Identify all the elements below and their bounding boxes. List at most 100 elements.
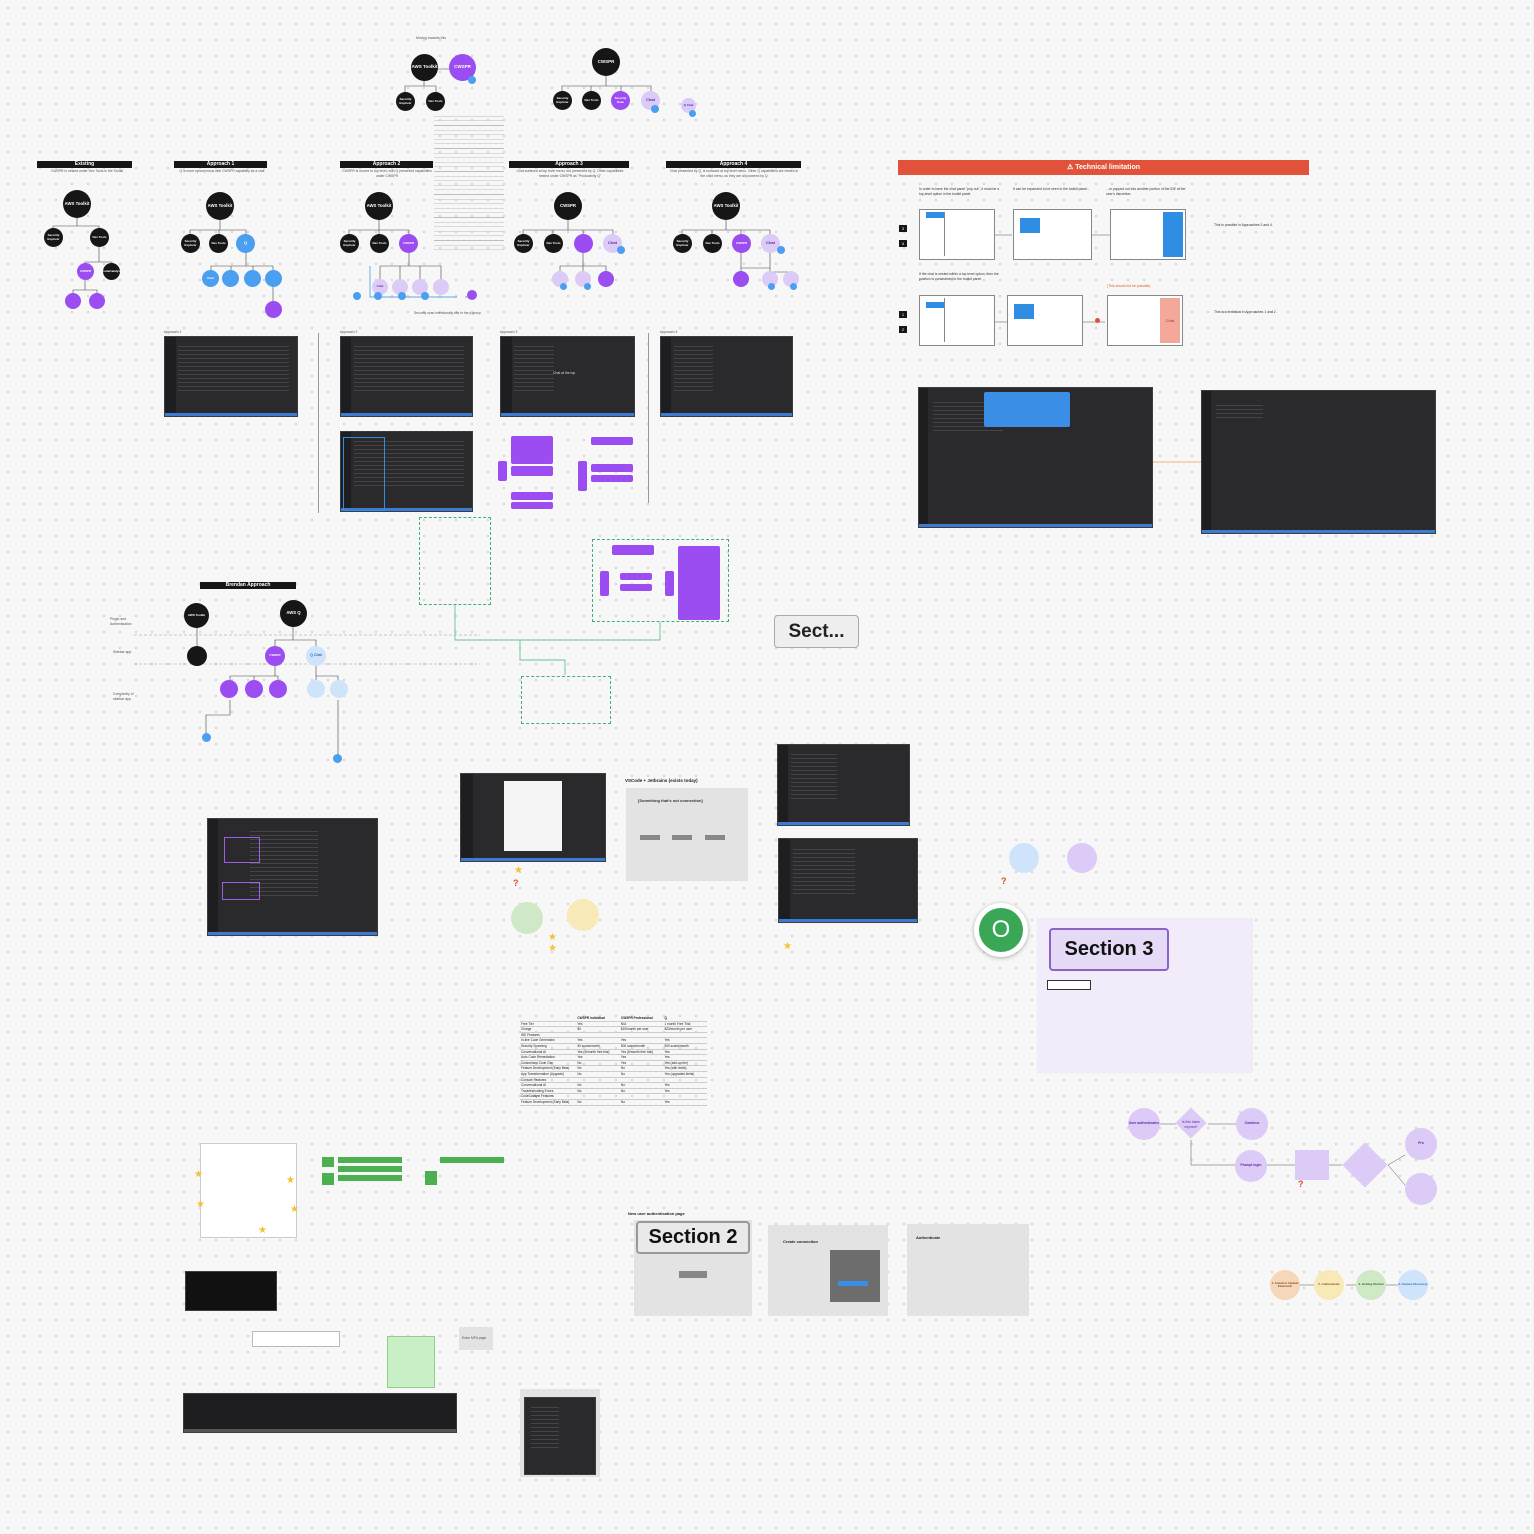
- vscode-btn-2[interactable]: [672, 835, 692, 840]
- create-connection-title: Create connection: [783, 1239, 818, 1244]
- table-cell: No: [577, 1083, 582, 1088]
- a3-devtools-node: Dev Tools: [544, 234, 563, 253]
- star-icon-3: ★: [548, 943, 557, 954]
- sect-label-card: Sect...: [774, 615, 859, 648]
- table-cell: [663, 1078, 707, 1083]
- green-bar-2: [338, 1166, 402, 1172]
- section-2-button[interactable]: [679, 1271, 707, 1278]
- green-chip-3: [425, 1171, 437, 1185]
- chat-at-top-note: Chat at the top: [553, 371, 576, 375]
- purple-highlight-1: [224, 837, 260, 863]
- star-icon-9: ★: [258, 1225, 267, 1236]
- a4-q-badge: [777, 246, 785, 254]
- table-cell: [663, 1033, 707, 1038]
- table-cell: Yes (with limits): [664, 1066, 687, 1071]
- a3-q-badge-2: [560, 283, 567, 290]
- approach-3-ide-screenshot: [500, 336, 635, 417]
- green-panel-row3: [620, 584, 652, 591]
- a4-q-badge-3: [790, 283, 797, 290]
- a1-sub4-node: [265, 270, 282, 287]
- bubble-lav: [1067, 843, 1097, 873]
- tag-4: 4: [899, 240, 907, 247]
- flow-node-a: User authenticates: [1128, 1108, 1160, 1140]
- possible-note: This is possible in Approaches 3 and 4.: [1214, 223, 1273, 227]
- ide-screenshot-left: [207, 818, 378, 936]
- yellow-bubble: [567, 899, 599, 931]
- table-cell: CWSPR Individual: [577, 1016, 605, 1020]
- approach-4-desc: Chat presented by Q, is surfaced at top …: [669, 169, 799, 178]
- green-chat-panel: [678, 546, 720, 620]
- approach-existing-header: Existing: [37, 161, 132, 168]
- table-row: IDE Features: [520, 1033, 707, 1039]
- wireframe-6: Chat: [1107, 295, 1183, 346]
- a3-chat-panel: [511, 436, 553, 464]
- tech-p1: In order to have the chat panel "pop out…: [919, 187, 1000, 196]
- table-row: Console Features: [520, 1078, 707, 1084]
- table-cell: Free Tier: [521, 1021, 534, 1026]
- a3-panel-row1: [511, 466, 553, 476]
- vscode-btn-1[interactable]: [640, 835, 660, 840]
- a2-cwspr-node: CWSPR: [399, 234, 418, 253]
- limitation-note: This is a limitation in Approaches 1 and…: [1214, 310, 1277, 314]
- existing-security-node: Security Explorer: [44, 228, 63, 247]
- green-bar-4: [440, 1157, 504, 1163]
- a1-sub3-node: [244, 270, 261, 287]
- green-dashed-choices: [521, 676, 611, 724]
- top2-devtools-node: Dev Tools: [582, 91, 601, 110]
- a2-q-badge-2: [374, 292, 382, 300]
- approach-3-header: Approach 3: [509, 161, 629, 168]
- table-cell: Feature Development (Early Beta): [521, 1066, 570, 1071]
- green-bar-1: [338, 1157, 402, 1163]
- a2-extra-node: [467, 290, 477, 300]
- table-cell: [520, 1016, 576, 1021]
- table-cell: 50 scans/month: [577, 1043, 600, 1048]
- vscode-btn-3[interactable]: [705, 835, 725, 840]
- green-dashed-panels: [592, 539, 729, 622]
- green-panel-row1: [612, 545, 654, 555]
- a2-chat-node: Chat: [372, 279, 388, 295]
- star-icon-2: ★: [548, 932, 557, 943]
- existing-sub1-node: [65, 293, 81, 309]
- existing-sub2-node: [89, 293, 105, 309]
- green-note: [387, 1336, 435, 1388]
- divider-line: [318, 333, 319, 513]
- table-cell: No: [577, 1060, 582, 1065]
- table-cell: No: [620, 1088, 625, 1093]
- question-icon-3: ?: [1298, 1179, 1304, 1189]
- table-cell: Yes (upgraded limits): [664, 1071, 695, 1076]
- top-security-node: Security Explorer: [396, 92, 415, 111]
- approach-3-desc: Chat surfaced at top level menu, but pre…: [516, 169, 624, 178]
- table-cell: CWSPR Professional: [620, 1016, 653, 1020]
- a4-aws-toolkit-node: AWS Toolkit: [712, 192, 740, 220]
- table-cell: [663, 1094, 707, 1099]
- tech-p4: If the chat is nested within a top level…: [919, 272, 999, 281]
- create-connection-preview: [830, 1250, 880, 1302]
- purple-highlight-2: [222, 882, 260, 900]
- sidebar-label: Sidebar app: [113, 650, 132, 654]
- auth-input-field[interactable]: [252, 1331, 340, 1347]
- approach-4-screen-label: Approach 4: [660, 330, 678, 334]
- a2-devtools-node: Dev Tools: [370, 234, 389, 253]
- star-icon-5: ★: [194, 1169, 203, 1180]
- green-bar-3: [338, 1175, 402, 1181]
- table-cell: No: [620, 1071, 625, 1076]
- wireframe-1: [919, 209, 995, 260]
- small-ide-screenshot: [524, 1397, 596, 1475]
- existing-codecatalyst-node: CodeCatalyst: [102, 263, 121, 280]
- brendan-q-badge-2: [333, 754, 342, 763]
- authenticate-title: Authenticate: [916, 1235, 941, 1240]
- a2-aws-toolkit-node: AWS Toolkit: [365, 192, 393, 220]
- table-cell: 1 month Free Trial: [664, 1021, 691, 1026]
- large-ide-screenshot-1: [918, 387, 1153, 528]
- a4-chat-node: Chat: [761, 234, 780, 253]
- a1-security-node: Security Explorer: [181, 234, 200, 253]
- brendan-qchat-node: Q Chat: [306, 646, 326, 666]
- section-3-input[interactable]: [1047, 980, 1091, 990]
- table-row: CodeCatalyst Features: [520, 1094, 707, 1100]
- flow-node-h: [1405, 1173, 1437, 1205]
- approach-1-desc: Q is more synonymous with CWSPR capabili…: [179, 169, 265, 173]
